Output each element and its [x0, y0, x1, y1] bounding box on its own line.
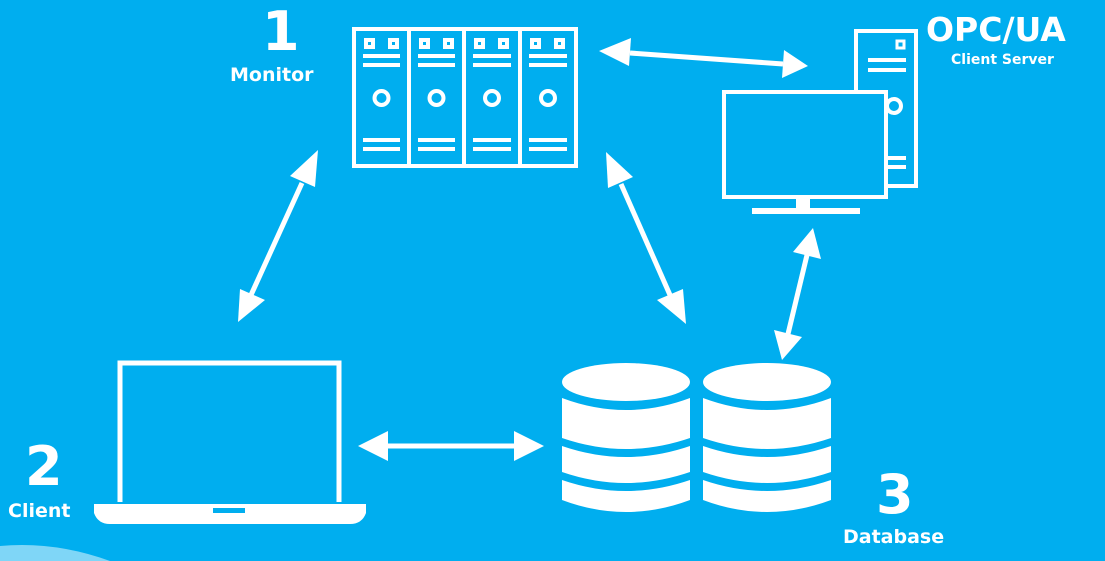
- opcua-subtitle: Client Server: [951, 52, 1054, 68]
- arrow-monitor-client: [238, 150, 318, 322]
- monitor-neck: [796, 197, 810, 208]
- monitor-number: 1: [262, 0, 300, 63]
- server-rack-icon: [352, 27, 578, 168]
- laptop-icon: [94, 360, 366, 524]
- corner-accent: [0, 545, 110, 561]
- rack-unit: [363, 38, 400, 151]
- database-stack-left: [562, 363, 690, 512]
- desktop-computer-icon: [722, 29, 918, 214]
- tower-power-button: [885, 97, 903, 115]
- arrow-monitor-opcua: [599, 38, 808, 78]
- arrow-monitor-database: [606, 152, 686, 324]
- rack-unit: [529, 38, 567, 151]
- monitor-base: [752, 208, 860, 214]
- monitor-frame: [722, 90, 888, 199]
- tower-button: [895, 39, 906, 50]
- monitor-label: Monitor: [230, 64, 314, 86]
- rack-unit: [418, 38, 455, 151]
- arrow-opcua-database: [774, 228, 821, 360]
- database-number: 3: [876, 463, 914, 526]
- laptop-screen: [117, 360, 342, 502]
- arrow-client-database: [358, 431, 544, 461]
- database-stack-right: [703, 363, 831, 512]
- laptop-base: [94, 504, 366, 524]
- client-number: 2: [25, 435, 63, 498]
- database-label: Database: [843, 526, 945, 548]
- client-label: Client: [8, 500, 71, 522]
- opcua-title: OPC/UA: [926, 10, 1066, 49]
- database-icon: [562, 363, 831, 512]
- laptop-trackpad-notch: [213, 508, 245, 513]
- rack-unit: [473, 38, 511, 151]
